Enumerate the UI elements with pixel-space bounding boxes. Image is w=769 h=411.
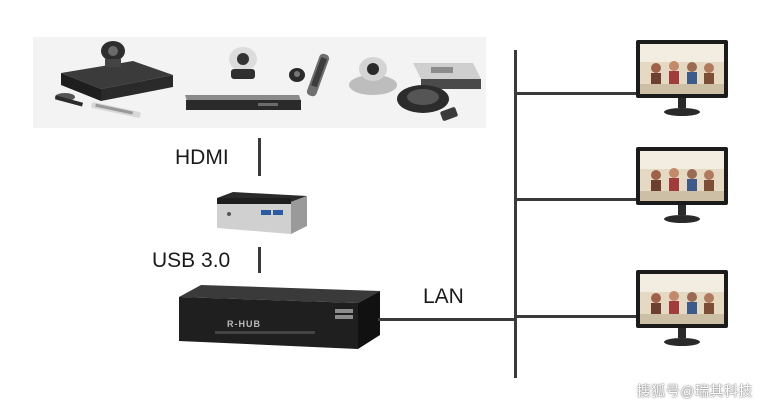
usb-label: USB 3.0 [152,249,231,272]
hdmi-link [258,138,261,176]
mini-pc-icon [217,192,307,234]
branch-monitor-3 [514,315,636,318]
lan-link [378,318,517,321]
conference-system-icon [54,41,173,118]
equipment-panel [33,37,486,128]
branch-monitor-2 [514,198,636,201]
network-backbone [514,50,517,378]
branch-monitor-1 [514,92,636,95]
remote-control-icon [289,53,330,97]
monitor-icon [636,147,728,223]
ptz-camera-icon [185,47,301,110]
usb-link [258,247,261,273]
server-brand: R-HUB [227,319,261,329]
lan-label: LAN [423,285,464,308]
conference-phone-icon [349,57,481,121]
monitor-icon [636,270,728,346]
monitor-icon [636,40,728,116]
hdmi-label: HDMI [175,146,229,169]
watermark: 搜狐号@瑞其科技 [636,383,753,399]
server-box-icon: R-HUB [179,285,380,349]
